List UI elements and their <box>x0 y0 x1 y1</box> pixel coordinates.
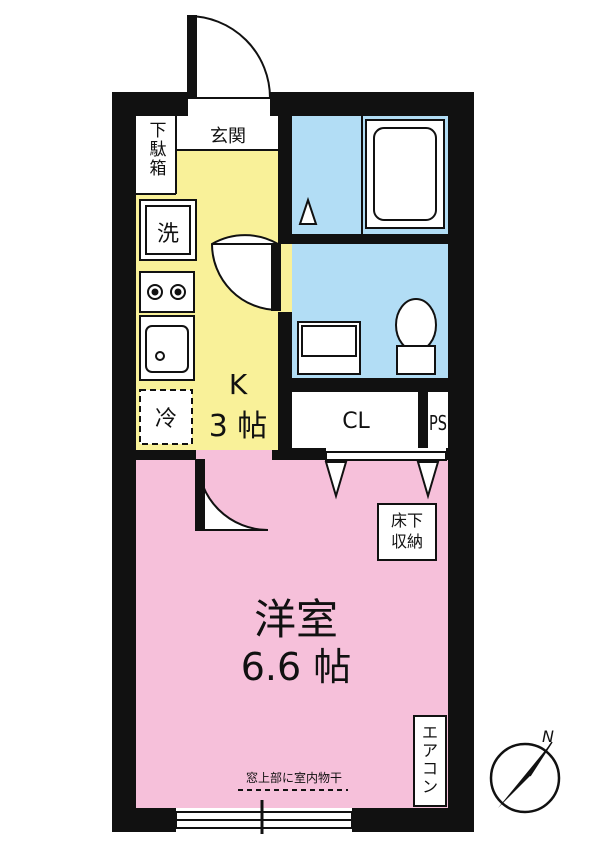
washer-space <box>139 199 197 261</box>
toilet-icon <box>395 298 437 375</box>
compass-north-label: N <box>542 727 554 746</box>
window-icon <box>175 800 353 834</box>
washer-label: 洗 <box>157 222 179 247</box>
entrance-label: 玄関 <box>210 126 246 147</box>
western-room-name-label: 洋室 <box>254 595 338 644</box>
pipe-space <box>428 392 448 448</box>
room-door-opening <box>196 450 272 468</box>
ps-label: PS <box>429 411 447 435</box>
air-conditioner-label: エアコン <box>422 723 438 796</box>
toilet-door-icon <box>210 234 281 312</box>
wall-closet-ps <box>418 392 428 448</box>
closet-label: CL <box>342 409 370 434</box>
stove-icon <box>139 271 195 313</box>
wash-basin-icon <box>297 321 361 375</box>
kitchen-name-label: K <box>229 368 248 401</box>
shoe-box-label: 下駄箱 <box>150 121 167 179</box>
bathtub-icon <box>365 119 445 229</box>
toilet-door-opening <box>278 244 292 312</box>
underfloor-storage-label: 床下収納 <box>391 511 423 551</box>
closet-door-icon <box>324 451 447 500</box>
fridge-space <box>139 389 193 445</box>
room-door-icon <box>195 459 269 531</box>
western-room-size-label: 6.6 帖 <box>241 645 352 689</box>
shoe-box <box>136 116 176 194</box>
compass-icon: N <box>489 727 561 814</box>
wall-toilet-closet <box>292 378 448 392</box>
fridge-label: 冷 <box>155 407 177 432</box>
entrance-door-icon <box>187 14 272 99</box>
wall-kitchen-room <box>136 450 448 460</box>
window-drying-label: 窓上部に室内物干 <box>246 770 342 785</box>
kitchen-sink-icon <box>139 315 195 381</box>
air-conditioner-box <box>413 715 447 807</box>
shower-icon <box>298 196 318 225</box>
kitchen-size-label: 3 帖 <box>209 409 268 444</box>
underfloor-storage-box <box>377 503 437 561</box>
wall-bath-toilet <box>292 234 448 244</box>
closet <box>292 392 418 448</box>
